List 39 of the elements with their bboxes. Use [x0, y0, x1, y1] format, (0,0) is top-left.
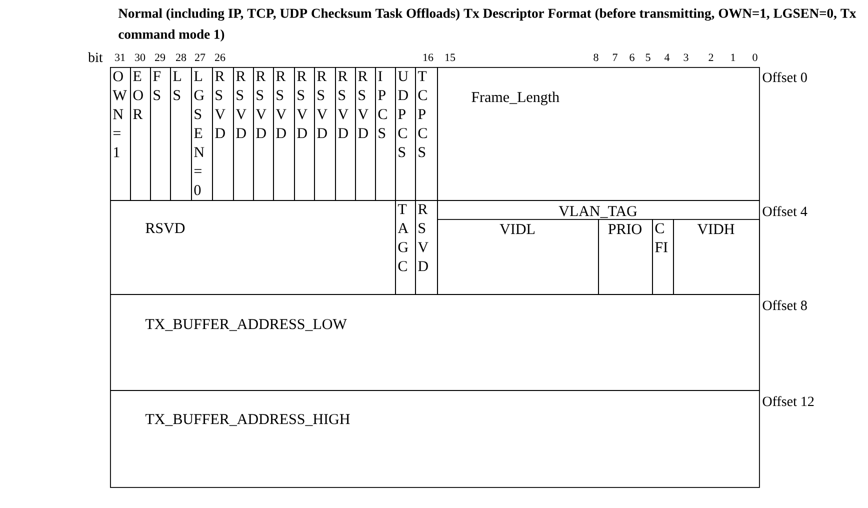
field-cell: R S V D	[355, 67, 376, 201]
field-cell: T A G C	[395, 200, 416, 295]
field-cell: L S	[170, 67, 192, 201]
field-cell: R S V D	[415, 200, 438, 295]
field-cell: R S V D	[253, 67, 274, 201]
title: Normal (including IP, TCP, UDP Checksum Task Offloads) Tx Descriptor Format (before transmitting, OWN=1, LGSEN=0, Tx command mode 1)	[118, 8, 856, 42]
sub-field-cell: VIDL	[437, 219, 599, 295]
field-cell: F S	[150, 67, 171, 201]
bit-number: 16	[423, 54, 434, 62]
bit-number: 27	[195, 54, 206, 61]
field-cell: TX_BUFFER_ADDRESS_HIGH	[110, 390, 760, 488]
field-cell: Frame_Length	[437, 67, 760, 201]
field-cell: RSVD	[110, 200, 396, 295]
field-cell: L G S E N = 0	[191, 67, 213, 201]
field-cell: TX_BUFFER_ADDRESS_LOW	[110, 294, 760, 391]
field-cell: U D P C S	[395, 67, 416, 201]
bit-number: 31	[115, 54, 125, 62]
sub-field-cell: VIDH	[673, 219, 760, 295]
field-cell: R S V D	[294, 67, 315, 201]
field-cell: R S V D	[233, 67, 254, 201]
offset-label: Offset 12	[762, 396, 814, 406]
bit-number: 26	[215, 54, 226, 62]
field-cell: T C P C S	[415, 67, 438, 201]
field-cell: R S V D	[273, 67, 295, 201]
sub-field-cell: C FI	[652, 219, 674, 295]
bit-number: 15	[445, 54, 456, 62]
field-cell: E O R	[130, 67, 151, 201]
field-cell: I P C S	[375, 67, 396, 201]
offset-label: Offset 4	[762, 206, 808, 216]
bit-number: 29	[155, 54, 166, 62]
offset-label: Offset 8	[762, 300, 807, 310]
field-cell: O W N = 1	[110, 67, 131, 201]
field-cell: R S V D	[314, 67, 336, 201]
bit-number: 30	[135, 54, 146, 62]
field-cell: R S V D	[212, 67, 234, 201]
bit-label: bit	[88, 52, 103, 62]
field-cell: R S V D	[335, 67, 356, 201]
bit-number: 28	[176, 54, 186, 62]
sub-field-cell: PRIO	[598, 219, 653, 295]
